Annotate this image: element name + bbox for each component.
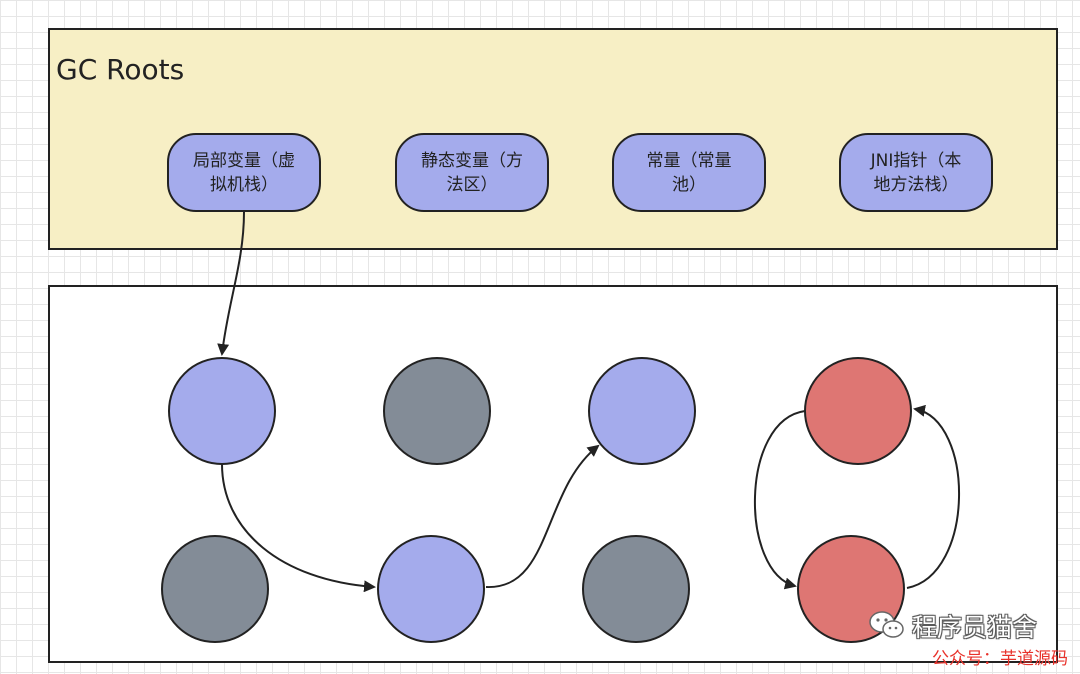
root-pill (839, 133, 993, 212)
heap-object-cycle (804, 357, 912, 465)
root-node-static-var: 静态变量（方 法区） (395, 133, 549, 212)
ref-arrow-obj6-to-obj3 (485, 444, 600, 589)
root-label-line: 地方法栈） (874, 175, 959, 195)
root-node-local-var: 局部变量（虚 拟机栈） (167, 133, 321, 212)
heap-object-reachable (588, 357, 696, 465)
heap-object-unreachable (383, 357, 491, 465)
heap-object-reachable (377, 535, 485, 643)
root-node-constant: 常量（常量 池） (612, 133, 766, 212)
root-label-line: 局部变量（虚 (193, 151, 295, 171)
gc-roots-title: GC Roots (56, 53, 184, 86)
heap-object-unreachable (582, 535, 690, 643)
ref-arrow-obj8-to-obj4 (906, 404, 961, 589)
watermark: 程序员猫舍 公众号：芋道源码 (864, 606, 1076, 670)
heap-object-unreachable (161, 535, 269, 643)
watermark-subtitle: 公众号：芋道源码 (932, 649, 1068, 669)
root-label-line: JNI指针（本 (870, 151, 962, 171)
watermark-title: 程序员猫舍 (912, 613, 1038, 642)
root-label-line: 法区） (447, 175, 498, 195)
heap-object-reachable (168, 357, 276, 465)
root-node-jni: JNI指针（本 地方法栈） (839, 133, 993, 212)
wechat-icon (869, 611, 904, 638)
ref-arrow-obj1-to-obj6 (221, 463, 376, 593)
root-label-line: 拟机栈） (210, 175, 278, 195)
ref-arrow-root-to-obj1 (217, 211, 245, 356)
root-pill (167, 133, 321, 212)
root-label-line: 静态变量（方 (421, 151, 523, 171)
root-label-line: 常量（常量 (647, 151, 732, 171)
ref-arrow-obj4-to-obj8 (753, 410, 806, 590)
root-label-line: 池） (672, 175, 706, 195)
root-pill (612, 133, 766, 212)
root-pill (395, 133, 549, 212)
